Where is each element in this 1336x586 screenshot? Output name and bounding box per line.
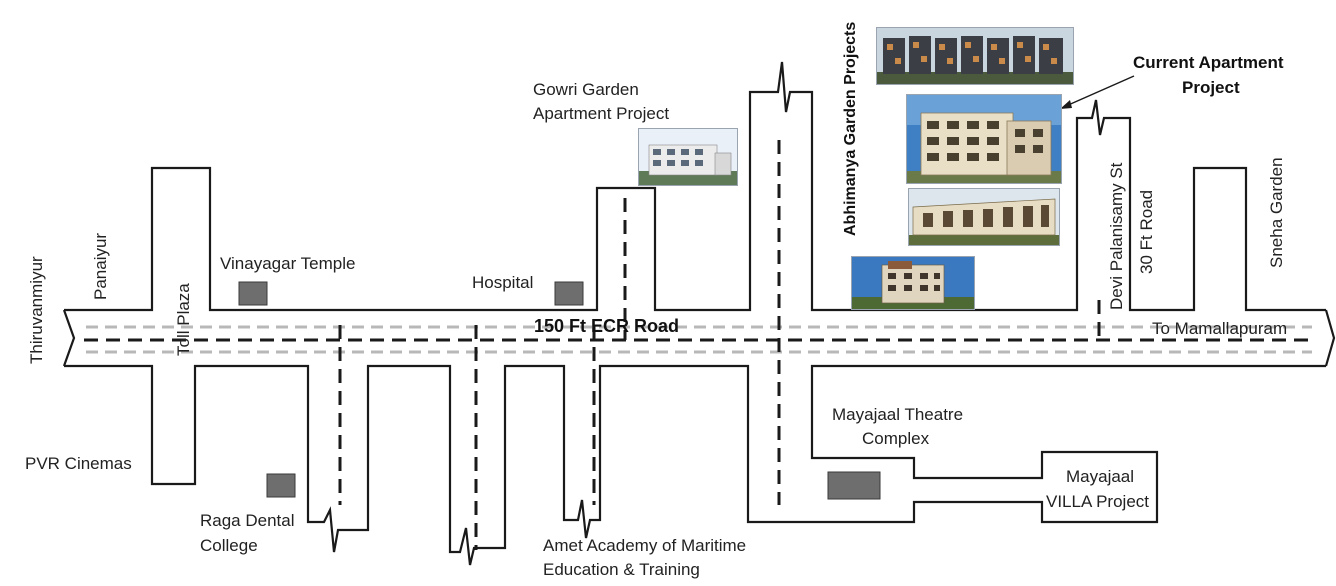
current-project-arrowhead [1060, 100, 1072, 109]
road-outline-south [64, 364, 1326, 566]
label-30-ft-road: 30 Ft Road [1137, 189, 1156, 274]
road-name-ecr: 150 Ft ECR Road [534, 316, 680, 336]
label-vinayagar-temple: Vinayagar Temple [220, 254, 356, 273]
current-apartment-photo [906, 94, 1062, 184]
vinayagar-temple-marker [238, 281, 268, 306]
label-pvr-cinemas: PVR Cinemas [25, 454, 132, 473]
label-panaiyur: Panaiyur [91, 232, 110, 300]
label-thiruvanmiyur: Thiruvanmiyur [27, 256, 46, 364]
road-outline-north [64, 61, 1326, 312]
hospital-marker [554, 281, 584, 306]
label-amet-2: Education & Training [543, 560, 700, 579]
label-raga-dental-2: College [200, 536, 258, 555]
label-abhimanya: Abhimanya Garden Projects [842, 21, 859, 236]
current-project-arrow [1065, 75, 1135, 107]
abhimanya-photo-top [876, 27, 1074, 85]
label-gowri-garden-2: Apartment Project [533, 104, 670, 123]
road-end-east [1324, 309, 1336, 367]
label-gowri-garden-1: Gowri Garden [533, 80, 639, 99]
gowri-garden-photo [638, 128, 738, 186]
mayajaal-theatre-marker [827, 471, 881, 500]
label-mayajaal-theatre-1: Mayajaal Theatre [832, 405, 964, 424]
raga-dental-marker [266, 473, 296, 498]
label-sneha-garden: Sneha Garden [1267, 157, 1286, 268]
label-to-mamallapuram: To Mamallapuram [1152, 319, 1288, 338]
label-mayajaal-theatre-2: Complex [862, 429, 930, 448]
abhimanya-photo-middle [908, 188, 1060, 246]
label-mayajaal-villa-1: Mayajaal [1066, 467, 1135, 486]
label-toll-plaza: Toll Plaza [174, 283, 193, 356]
road-end-west [62, 309, 76, 367]
label-hospital: Hospital [472, 273, 534, 292]
abhimanya-photo-bottom [851, 256, 975, 310]
label-amet-1: Amet Academy of Maritime [543, 536, 747, 555]
label-current-project-2: Project [1182, 78, 1240, 97]
label-devi-palanisamy: Devi Palanisamy St [1107, 162, 1126, 310]
label-mayajaal-villa-2: VILLA Project [1046, 492, 1150, 511]
label-raga-dental-1: Raga Dental [200, 511, 295, 530]
label-current-project-1: Current Apartment [1133, 53, 1284, 72]
